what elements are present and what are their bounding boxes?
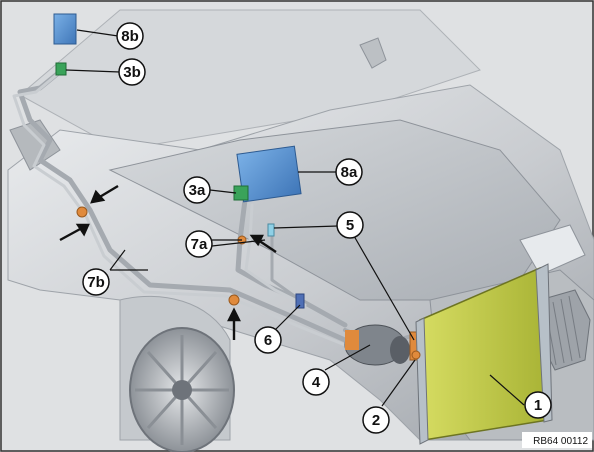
callout-label: 8a <box>341 164 358 181</box>
service-connection-6 <box>295 293 305 309</box>
callout-7a: 7a <box>185 230 213 258</box>
rear-evaporator-8b <box>53 13 77 45</box>
pressure-sensor-5 <box>267 223 275 237</box>
compressor-4 <box>344 324 410 366</box>
figure-ref-box <box>522 432 592 448</box>
callout-7b: 7b <box>82 268 110 296</box>
headlight <box>519 224 586 276</box>
callout-2: 2 <box>362 406 390 434</box>
callout-label: 3b <box>123 64 141 81</box>
callout-label: 8b <box>121 28 139 45</box>
callout-label: 5 <box>346 217 354 234</box>
callout-label: 4 <box>312 374 321 391</box>
callout-3a: 3a <box>183 176 211 204</box>
condenser-1 <box>415 263 553 445</box>
callout-3b: 3b <box>118 58 146 86</box>
callout-label: 3a <box>189 182 206 199</box>
callout-label: 7b <box>87 274 105 291</box>
callout-6: 6 <box>254 326 282 354</box>
callout-8b: 8b <box>116 22 144 50</box>
figure-ref: RB64 00112 <box>533 436 588 447</box>
side-mirror <box>359 37 387 69</box>
callout-5: 5 <box>336 211 364 239</box>
line-7b-upper <box>17 67 348 343</box>
callout-label: 1 <box>534 397 542 414</box>
callout-4: 4 <box>302 368 330 396</box>
line-7a <box>235 197 348 328</box>
rear-expansion-valve-3b <box>55 62 67 76</box>
front-expansion-valve-3a <box>233 185 249 201</box>
arrow-pointer-icon <box>59 184 277 340</box>
front-evaporator-8a <box>236 145 302 203</box>
callout-8a: 8a <box>335 158 363 186</box>
wheel-hub <box>172 380 192 400</box>
callout-label: 6 <box>264 332 272 349</box>
line-7b-lower <box>12 70 347 347</box>
callout-1: 1 <box>524 391 552 419</box>
leader-lines <box>65 29 525 407</box>
line-7a-return <box>244 203 307 307</box>
callout-label: 2 <box>372 412 380 429</box>
callout-label: 7a <box>191 236 208 253</box>
line-5-to-condenser <box>270 226 302 302</box>
